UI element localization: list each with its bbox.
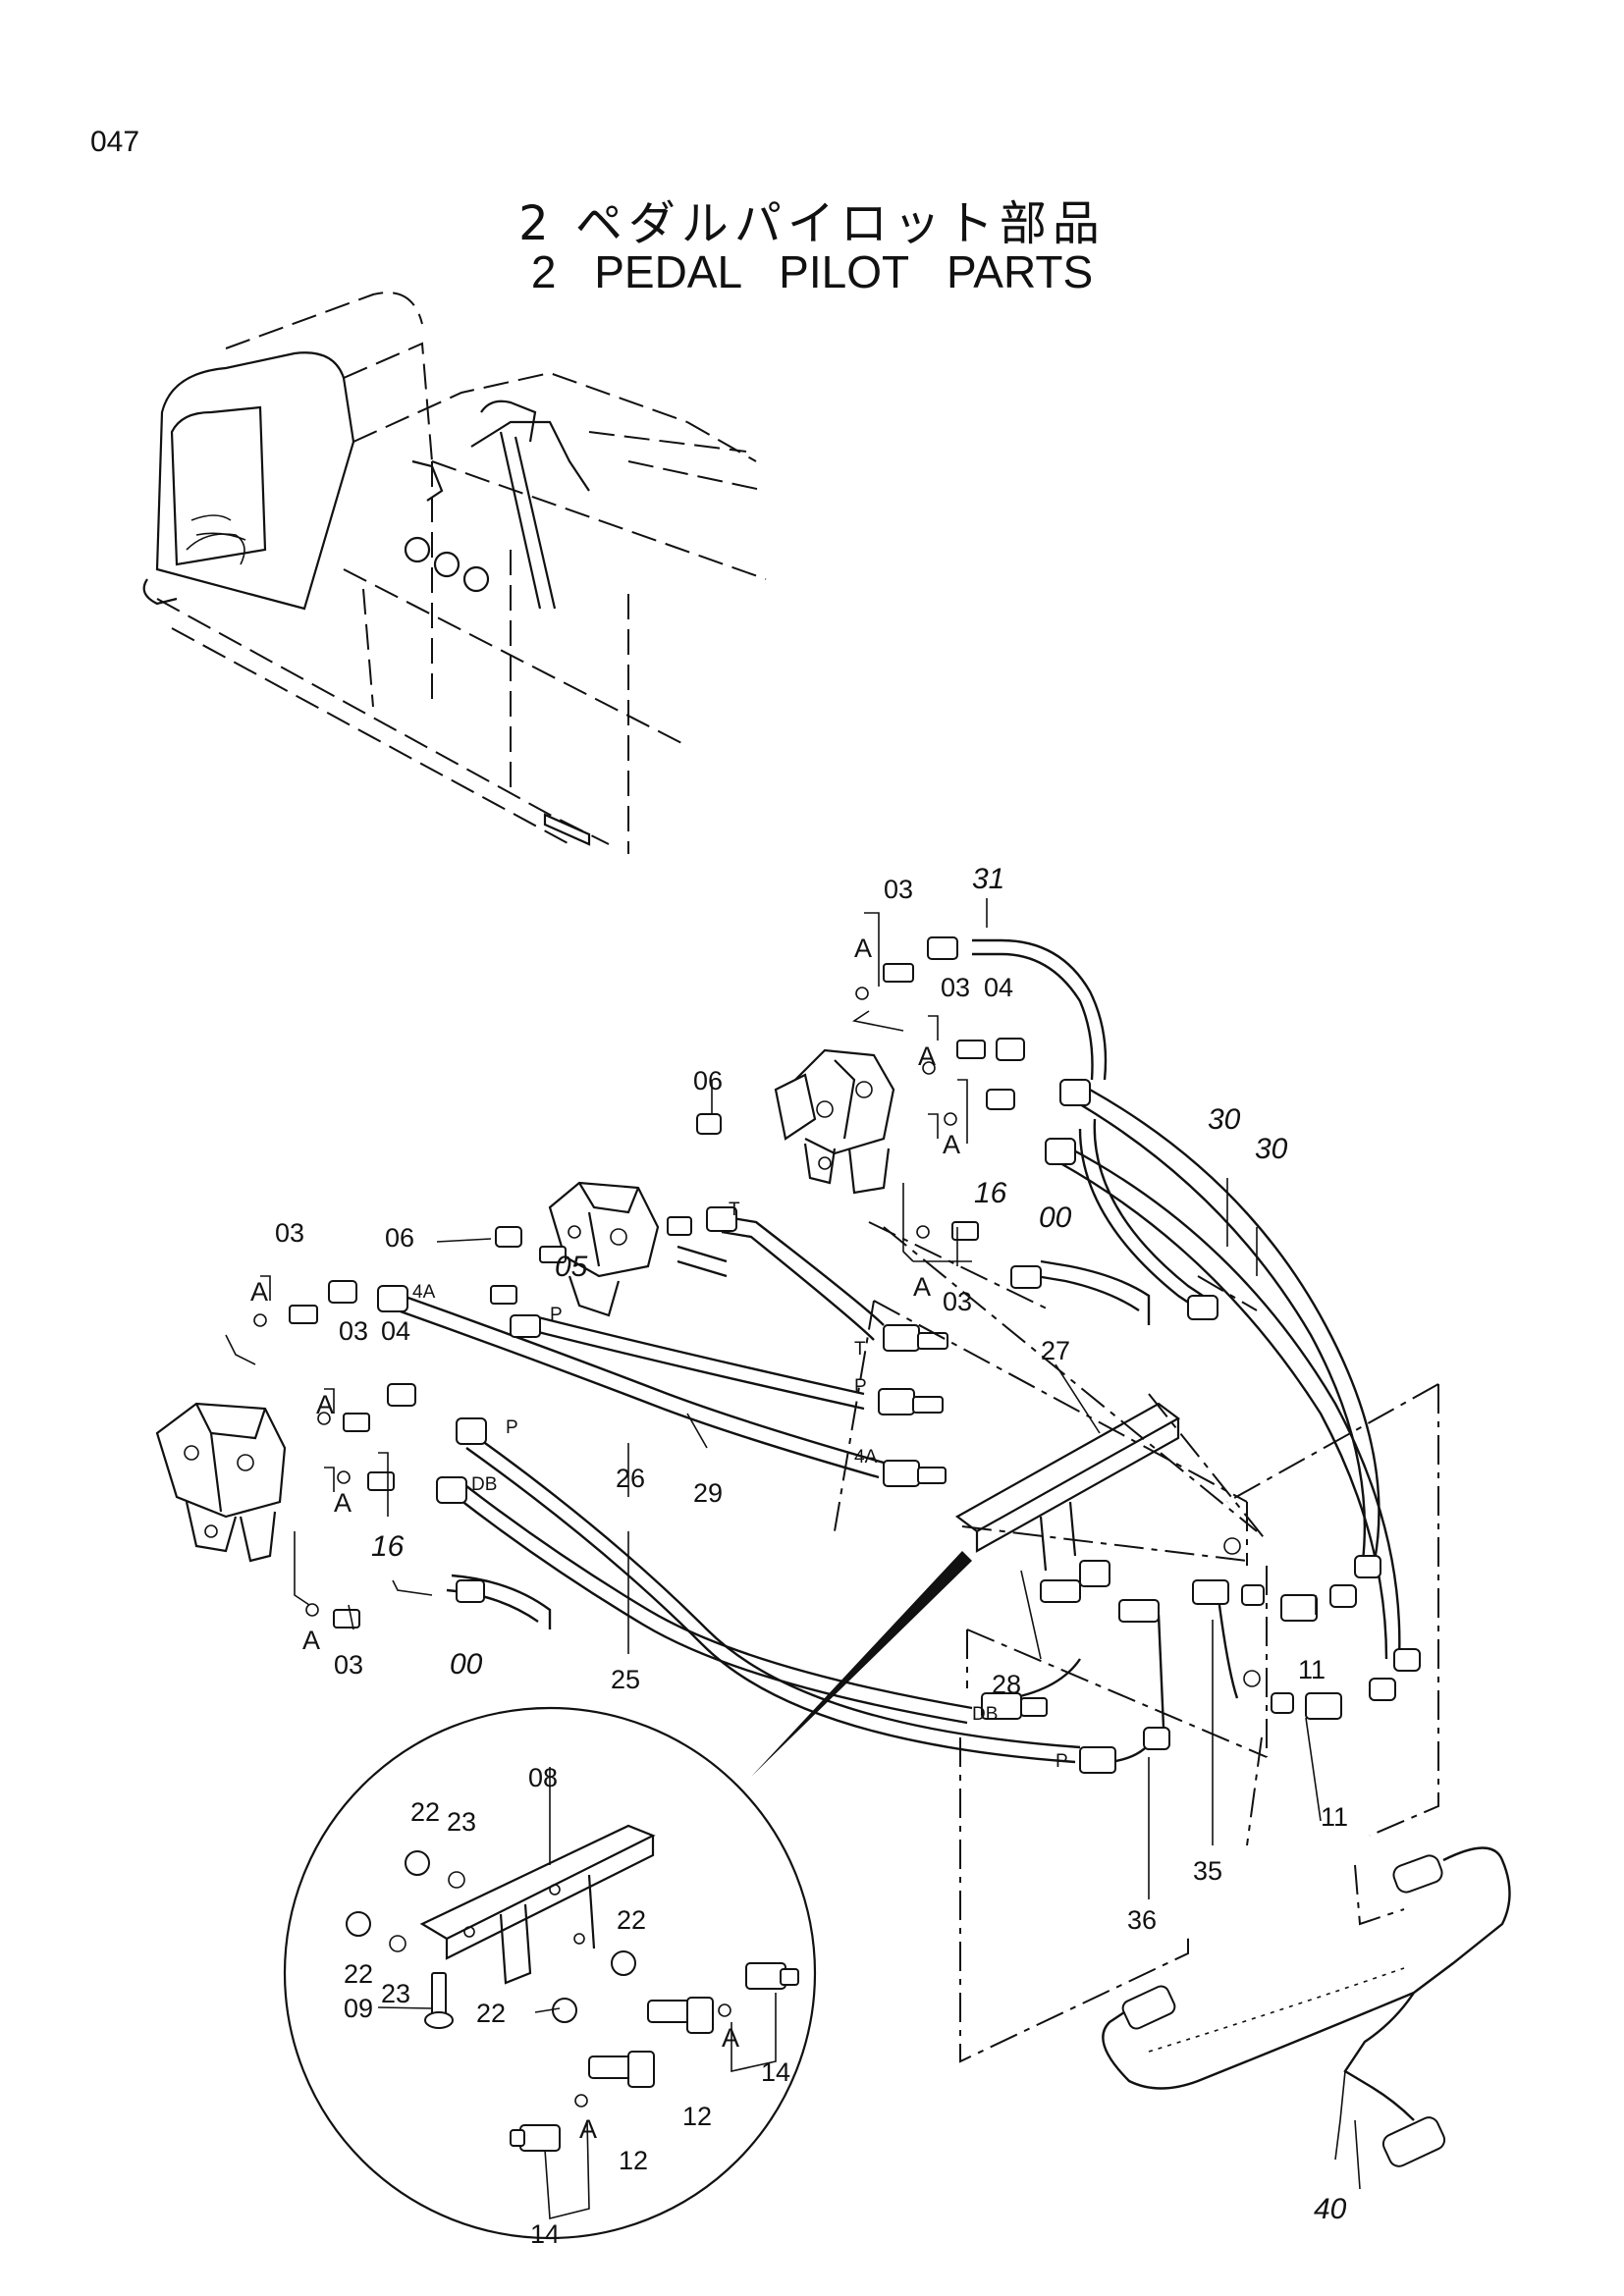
callout-00-right: 00 — [1039, 1201, 1072, 1234]
wire-harness — [1102, 1846, 1511, 2167]
center-pedal-valve — [548, 1181, 660, 1317]
callout-22-detail-left: 22 — [344, 1959, 373, 1989]
callout-40: 40 — [1314, 2193, 1347, 2225]
left-pedal-valve — [155, 1402, 287, 1563]
port-p-left: P — [506, 1417, 518, 1438]
port-a-2: A — [918, 1041, 936, 1071]
port-p-end: P — [1056, 1751, 1068, 1772]
port-a-5: A — [250, 1277, 268, 1307]
callout-04-left: 04 — [381, 1316, 410, 1346]
callout-28: 28 — [992, 1670, 1021, 1699]
page-number: 047 — [90, 126, 140, 158]
callout-08: 08 — [528, 1763, 558, 1792]
callout-11-lower: 11 — [1321, 1802, 1348, 1832]
callout-31: 31 — [972, 863, 1004, 895]
reference-lines — [225, 912, 1439, 2063]
callout-30-lower: 30 — [1255, 1133, 1288, 1165]
port-4a-left: 4A — [412, 1282, 436, 1303]
callout-22-detail-bottom: 22 — [476, 1999, 506, 2028]
port-a-7: A — [334, 1488, 352, 1518]
port-db-end: DB — [972, 1704, 998, 1725]
machine-overview-drawing — [142, 292, 767, 854]
callout-12-bottom: 12 — [619, 2146, 648, 2175]
port-a-1: A — [854, 934, 872, 963]
port-a-6: A — [316, 1390, 334, 1419]
port-t-center: T — [729, 1200, 740, 1220]
callout-03-left-lower: 03 — [334, 1650, 363, 1680]
port-db-left: DB — [471, 1474, 497, 1495]
callout-36: 36 — [1127, 1905, 1157, 1935]
callout-05: 05 — [555, 1251, 588, 1283]
callout-25: 25 — [611, 1665, 640, 1694]
callout-16-right: 16 — [974, 1177, 1007, 1209]
callout-23-detail-left: 23 — [381, 1979, 410, 2008]
callout-03-left-upper: 03 — [339, 1316, 368, 1346]
callout-03-right-lower: 03 — [943, 1287, 972, 1316]
callout-23-detail-top: 23 — [447, 1807, 476, 1837]
port-4a-bracket: 4A — [854, 1447, 878, 1468]
callout-16-left: 16 — [371, 1530, 405, 1563]
right-pedal-valve — [774, 1048, 895, 1195]
port-a-8: A — [302, 1626, 320, 1655]
fittings — [253, 936, 1421, 1774]
callout-06-top: 06 — [693, 1066, 723, 1095]
callout-labels: 03 31 03 04 06 30 30 16 00 03 06 05 03 2… — [275, 863, 1348, 2249]
callout-12-right: 12 — [682, 2102, 712, 2131]
detail-view — [283, 1551, 972, 2240]
callout-14-bottom: 14 — [530, 2219, 560, 2249]
port-t-bracket: T — [854, 1339, 866, 1360]
callout-22-detail-top: 22 — [410, 1797, 440, 1827]
page-title-japanese: 2 ペダルパイロット部品 — [518, 196, 1106, 251]
port-p-bracket: P — [854, 1376, 867, 1397]
callout-22-detail-right: 22 — [617, 1905, 646, 1935]
page-title-english: 2 PEDAL PILOT PARTS — [530, 246, 1094, 297]
port-a-10: A — [579, 2114, 597, 2144]
callout-35: 35 — [1193, 1856, 1222, 1886]
callout-03-top: 03 — [884, 875, 913, 904]
callout-03-right-upper: 03 — [941, 973, 970, 1002]
callout-11-upper: 11 — [1298, 1655, 1326, 1684]
callout-04-right: 04 — [984, 973, 1013, 1002]
callout-26: 26 — [616, 1464, 645, 1493]
callout-14-right: 14 — [761, 2057, 790, 2087]
port-a-9: A — [722, 2023, 739, 2053]
callout-00-left: 00 — [450, 1648, 483, 1681]
port-a-4: A — [913, 1272, 931, 1302]
callout-06-left: 06 — [385, 1223, 414, 1253]
callout-29: 29 — [693, 1478, 723, 1508]
leader-lines — [377, 898, 1361, 2190]
port-a-3: A — [943, 1130, 960, 1159]
callout-30-upper: 30 — [1208, 1103, 1241, 1136]
callout-03-left-top: 03 — [275, 1218, 304, 1248]
port-p-center: P — [550, 1305, 563, 1325]
port-labels: A A A A A A A A A A T T P P P P 4A 4A DB… — [250, 934, 1068, 2144]
callout-09: 09 — [344, 1994, 373, 2023]
callout-27: 27 — [1041, 1336, 1070, 1365]
